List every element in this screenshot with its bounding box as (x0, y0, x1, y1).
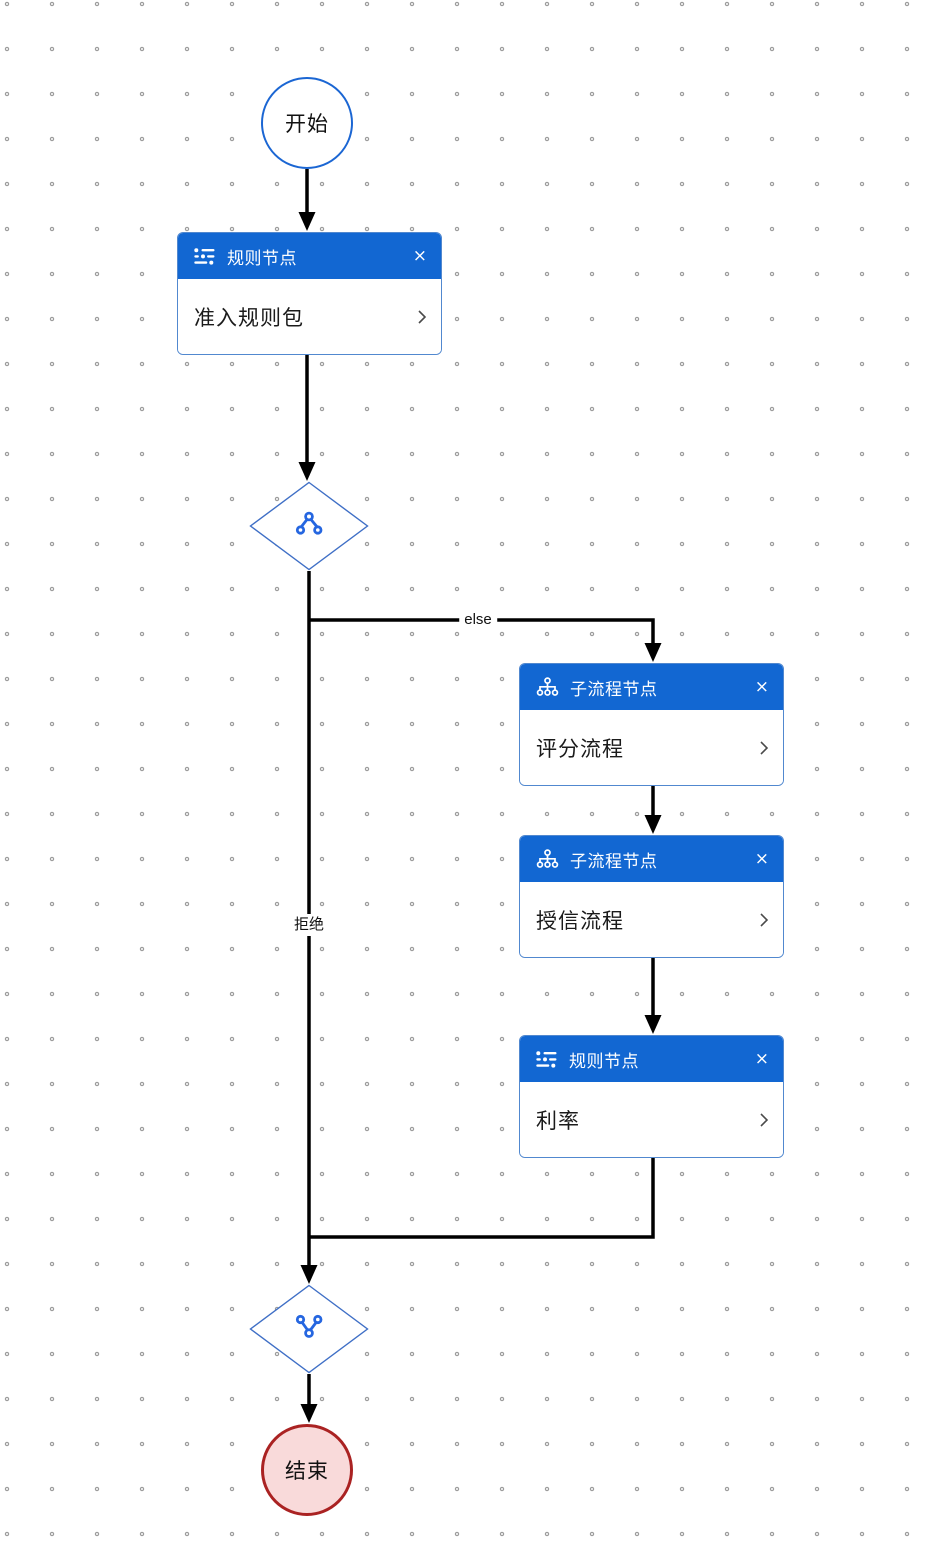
sitemap-icon (536, 849, 559, 869)
card-header: 子流程节点 × (520, 664, 783, 710)
branch-split-icon (294, 510, 324, 543)
card-header: 规则节点 × (520, 1036, 783, 1082)
card-content-row[interactable]: 授信流程 (520, 882, 783, 957)
diamond-shape (249, 481, 369, 571)
branch-diamond-node[interactable] (249, 481, 369, 571)
card-header: 子流程节点 × (520, 836, 783, 882)
subflow-node-card-credit[interactable]: 子流程节点 × 授信流程 (519, 835, 784, 958)
close-icon[interactable]: × (754, 1048, 769, 1069)
end-node[interactable]: 结束 (261, 1424, 353, 1516)
card-content-row[interactable]: 利率 (520, 1082, 783, 1157)
card-title: 规则节点 (569, 1051, 639, 1071)
rule-lines-icon (194, 247, 216, 266)
card-content-label: 准入规则包 (194, 306, 304, 330)
card-content-label: 评分流程 (536, 737, 624, 761)
start-node-label: 开始 (285, 113, 329, 136)
chevron-right-icon (759, 740, 769, 756)
card-content-label: 利率 (536, 1109, 580, 1133)
card-content-row[interactable]: 评分流程 (520, 710, 783, 785)
chevron-right-icon (759, 912, 769, 928)
merge-diamond-node[interactable] (249, 1284, 369, 1374)
close-icon[interactable]: × (754, 848, 769, 869)
subflow-node-card-scoring[interactable]: 子流程节点 × 评分流程 (519, 663, 784, 786)
rule-node-card-interest[interactable]: 规则节点 × 利率 (519, 1035, 784, 1158)
chevron-right-icon (759, 1112, 769, 1128)
close-icon[interactable]: × (754, 676, 769, 697)
card-title: 子流程节点 (570, 851, 658, 871)
sitemap-icon (536, 677, 559, 697)
start-node[interactable]: 开始 (261, 77, 353, 169)
rule-lines-icon (536, 1050, 558, 1069)
card-content-row[interactable]: 准入规则包 (178, 279, 441, 354)
close-icon[interactable]: × (412, 245, 427, 266)
edge-label-else: else (459, 609, 497, 631)
card-title: 子流程节点 (570, 679, 658, 699)
branch-merge-icon (294, 1313, 324, 1346)
chevron-right-icon (417, 309, 427, 325)
rule-node-card-admission[interactable]: 规则节点 × 准入规则包 (177, 232, 442, 355)
card-content-label: 授信流程 (536, 909, 624, 933)
edge-label-reject: 拒绝 (288, 914, 330, 936)
card-header: 规则节点 × (178, 233, 441, 279)
end-node-label: 结束 (285, 1460, 329, 1483)
card-title: 规则节点 (227, 248, 297, 268)
